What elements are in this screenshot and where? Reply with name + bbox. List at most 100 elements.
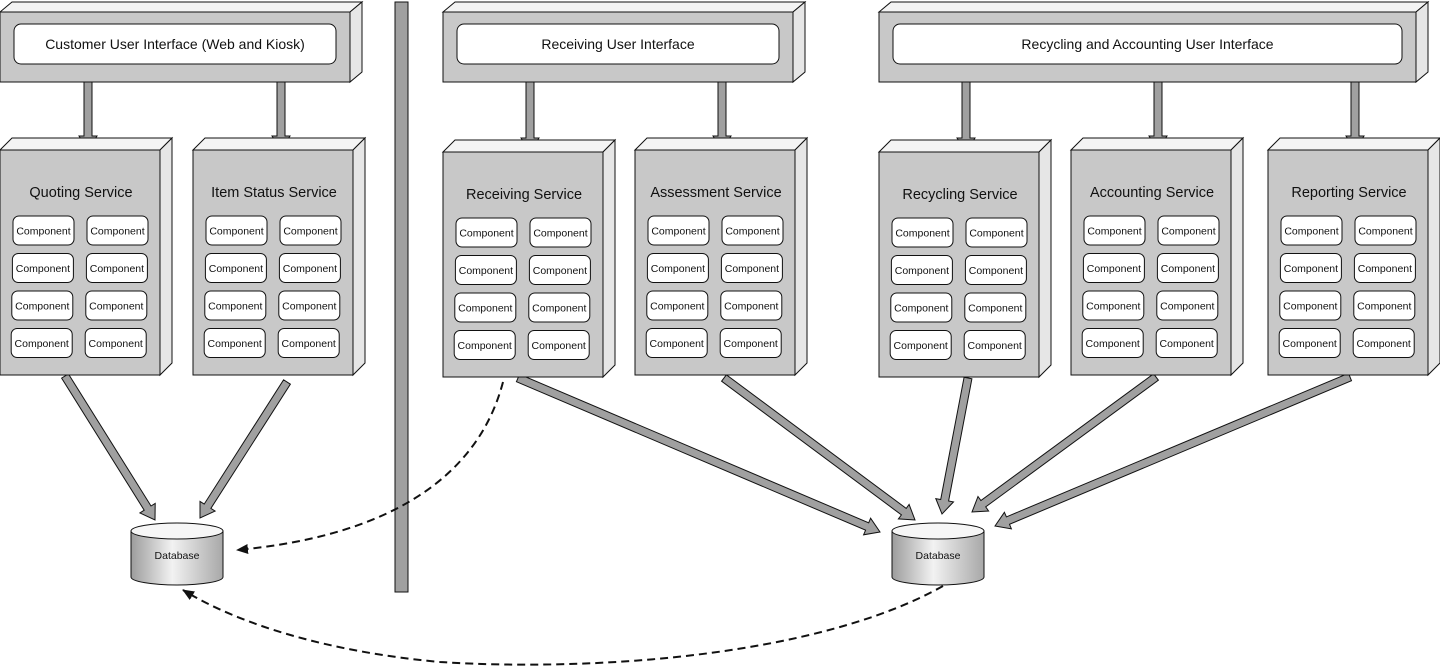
component-chip: Component xyxy=(278,290,341,321)
arrow-reporting-to-db xyxy=(994,372,1353,530)
recycling-accounting-ui-label: Recycling and Accounting User Interface xyxy=(1021,36,1273,52)
component-chip: Component xyxy=(1353,253,1416,283)
customer-ui-panel: Customer User Interface (Web and Kiosk) xyxy=(0,0,364,84)
component-label: Component xyxy=(459,228,513,240)
component-label: Component xyxy=(282,301,336,313)
component-label: Component xyxy=(725,263,779,275)
component-chip: Component xyxy=(1279,253,1342,283)
database-cylinder-icon xyxy=(891,530,985,586)
arrow-recycling-to-db xyxy=(934,376,973,515)
component-label: Component xyxy=(209,226,263,238)
databases: Database Database xyxy=(130,522,985,586)
component-chip: Component xyxy=(528,292,591,323)
component-chip: Component xyxy=(528,255,591,285)
component-label: Component xyxy=(1160,338,1214,350)
component-label: Component xyxy=(1087,226,1141,238)
component-label: Component xyxy=(15,301,69,313)
component-label: Component xyxy=(90,226,144,238)
item-status-service-title: Item Status Service xyxy=(211,185,337,201)
receiving-ui-label-box xyxy=(456,23,780,65)
component-chip: Component xyxy=(963,330,1026,360)
dashed-arrow-right-db-to-left-db xyxy=(182,585,944,666)
component-chip: Component xyxy=(455,217,518,248)
component-label: Component xyxy=(209,263,263,275)
component-label: Component xyxy=(1086,301,1140,313)
component-chip: Component xyxy=(1354,215,1417,246)
arrow-accounting-to-db xyxy=(971,373,1160,513)
component-chip: Component xyxy=(890,292,953,323)
database-right: Database xyxy=(891,522,985,586)
component-chip: Component xyxy=(278,253,341,283)
recycling-service-title: Recycling Service xyxy=(902,187,1017,203)
arrow-receiving-to-db xyxy=(515,373,881,536)
component-chip: Component xyxy=(646,290,709,321)
component-label: Component xyxy=(968,340,1022,352)
component-label: Component xyxy=(16,226,70,238)
connectors xyxy=(60,81,1365,666)
component-chip: Component xyxy=(86,215,149,246)
component-label: Component xyxy=(1357,301,1411,313)
database-left-label: Database xyxy=(155,550,200,562)
component-chip: Component xyxy=(85,290,148,321)
component-chip: Component xyxy=(10,328,73,358)
component-chip: Component xyxy=(1155,328,1218,358)
component-chip: Component xyxy=(645,328,708,358)
database-left: Database xyxy=(130,522,224,586)
recycling-accounting-ui-panel: Recycling and Accounting User Interface xyxy=(877,0,1430,84)
component-label: Component xyxy=(283,263,337,275)
component-chip: Component xyxy=(12,215,75,246)
component-chip: Component xyxy=(1278,328,1341,358)
component-chip: Component xyxy=(204,253,267,283)
component-label: Component xyxy=(89,301,143,313)
component-chip: Component xyxy=(11,253,74,283)
component-chip: Component xyxy=(1156,290,1219,321)
component-label: Component xyxy=(1161,226,1215,238)
component-label: Component xyxy=(895,228,949,240)
component-label: Component xyxy=(1086,338,1140,350)
component-chip: Component xyxy=(646,253,709,283)
component-chip: Component xyxy=(1352,328,1415,358)
component-chip: Component xyxy=(85,253,148,283)
component-label: Component xyxy=(208,301,262,313)
component-label: Component xyxy=(532,340,586,352)
component-label: Component xyxy=(724,301,778,313)
component-label: Component xyxy=(1283,338,1337,350)
component-chip: Component xyxy=(84,328,147,358)
component-label: Component xyxy=(969,265,1023,277)
database-cylinder-icon xyxy=(130,530,224,586)
component-chip: Component xyxy=(1157,215,1220,246)
component-chip: Component xyxy=(529,217,592,248)
component-label: Component xyxy=(89,338,143,350)
receiving-ui-label: Receiving User Interface xyxy=(541,36,695,52)
receiving-service-title: Receiving Service xyxy=(466,187,582,203)
component-label: Component xyxy=(459,265,513,277)
component-label: Component xyxy=(90,263,144,275)
component-chip: Component xyxy=(454,255,517,285)
component-label: Component xyxy=(1358,263,1412,275)
component-label: Component xyxy=(894,340,948,352)
component-chip: Component xyxy=(647,215,710,246)
arrow-assessment-to-db xyxy=(720,374,916,521)
component-chip: Component xyxy=(1279,290,1342,321)
component-chip: Component xyxy=(205,215,268,246)
component-label: Component xyxy=(532,303,586,315)
component-chip: Component xyxy=(1081,328,1144,358)
component-label: Component xyxy=(533,265,587,277)
component-chip: Component xyxy=(11,290,74,321)
ui-panels: Customer User Interface (Web and Kiosk) R… xyxy=(0,0,1430,84)
customer-ui-label-box xyxy=(13,23,337,65)
component-chip: Component xyxy=(719,328,782,358)
component-chip: Component xyxy=(720,253,783,283)
component-label: Component xyxy=(969,228,1023,240)
component-label: Component xyxy=(458,303,512,315)
component-chip: Component xyxy=(527,330,590,360)
component-chip: Component xyxy=(454,292,517,323)
component-chip: Component xyxy=(1082,253,1145,283)
recycling-accounting-ui-label-box xyxy=(892,23,1403,65)
quoting-service-title: Quoting Service xyxy=(29,185,132,201)
component-label: Component xyxy=(283,226,337,238)
